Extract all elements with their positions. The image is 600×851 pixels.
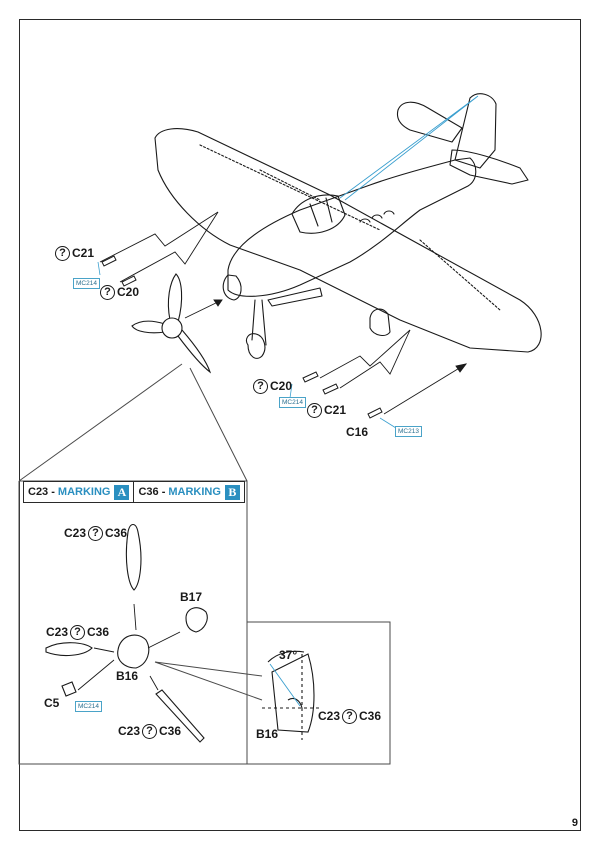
- mc213: MC213: [395, 426, 422, 437]
- spinner: [117, 634, 150, 669]
- angle-detail: [262, 650, 320, 740]
- label-shaft: C5: [44, 696, 60, 710]
- mc214-detail: MC214: [75, 701, 102, 712]
- label-angle-blade: C23?C36: [318, 709, 382, 725]
- label-blade-top: C23?C36: [64, 526, 128, 542]
- shaft: [61, 681, 77, 697]
- label-blade-left: C23?C36: [46, 625, 110, 641]
- aircraft-tail-fin: [454, 93, 497, 169]
- label-angle: 37°: [279, 648, 298, 662]
- callout-lower-c21: ?C21: [305, 403, 346, 419]
- detail-parts: [45, 523, 208, 743]
- marking-b: C36 - MARKING B: [133, 482, 243, 502]
- blade-bottom: [155, 689, 205, 743]
- question-circle-icon: ?: [55, 246, 70, 262]
- blade-left: [45, 642, 93, 657]
- question-circle-icon: ?: [307, 403, 322, 419]
- callout-c16: C16: [346, 425, 369, 439]
- aircraft-stabilizer: [396, 101, 463, 143]
- label-backplate: B17: [180, 590, 203, 604]
- callout-upper-c21: ?C21: [53, 246, 94, 262]
- label-blade-bottom: C23?C36: [118, 724, 182, 740]
- backplate: [185, 607, 208, 633]
- aircraft-fuselage: [227, 157, 477, 297]
- question-circle-icon: ?: [70, 625, 86, 641]
- aircraft-canopy: [291, 194, 346, 234]
- question-circle-icon: ?: [253, 379, 268, 395]
- callout-upper-c20: ?C20: [98, 285, 139, 301]
- marking-a: C23 - MARKING A: [24, 482, 133, 502]
- label-spinner: B16: [116, 669, 139, 683]
- marking-a-box: A: [114, 484, 130, 500]
- landing-gear: [245, 299, 267, 359]
- aircraft-nose: [222, 274, 242, 301]
- question-circle-icon: ?: [142, 724, 158, 740]
- main-propeller: [131, 273, 212, 374]
- page-number: 9: [571, 817, 578, 829]
- aircraft-wing: [154, 128, 542, 353]
- callout-lower-c20: ?C20: [251, 379, 292, 395]
- question-circle-icon: ?: [88, 526, 104, 542]
- marking-bar: C23 - MARKING A C36 - MARKING B: [23, 481, 245, 503]
- marking-b-box: B: [224, 484, 240, 500]
- label-angle-part: B16: [256, 727, 279, 741]
- page-frame: [19, 19, 581, 831]
- blade-top: [125, 523, 142, 591]
- question-circle-icon: ?: [100, 285, 115, 301]
- question-circle-icon: ?: [342, 709, 358, 725]
- mc214-lower: MC214: [279, 397, 306, 408]
- mc214-upper: MC214: [73, 278, 100, 289]
- aircraft-radiator: [369, 308, 391, 337]
